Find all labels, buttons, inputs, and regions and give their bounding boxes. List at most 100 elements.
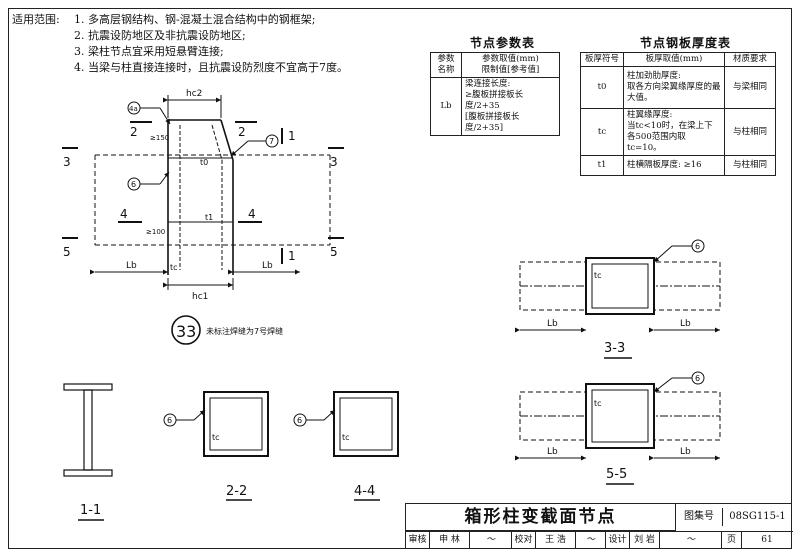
weld-no-6: 6 (695, 374, 700, 383)
drawing-title: 箱形柱变截面节点 (406, 504, 676, 531)
section-label-3: 3 (63, 155, 71, 169)
label-t0: t0 (200, 158, 208, 167)
section-label-1: 1 (288, 249, 296, 263)
weld-note: 未标注焊缝为7号焊缝 (206, 326, 283, 336)
title-block-divider (406, 531, 793, 532)
section-label-1: 1 (288, 129, 296, 143)
checker-name: 王 浩 (536, 531, 576, 549)
section-label-4: 4 (120, 207, 128, 221)
section-3-3: 6 tc Lb Lb 3-3 (515, 239, 721, 359)
label-lb: Lb (547, 319, 558, 329)
scope-list: 1. 多高层钢结构、钢-混凝土混合结构中的钢框架; 2. 抗震设防地区及非抗震设… (74, 12, 348, 76)
section-1-1: 1-1 (63, 383, 113, 521)
check-label: 校对 (512, 531, 536, 549)
weld-no-6: 6 (131, 180, 136, 189)
checker-signature: 〜 (576, 531, 606, 549)
param-row-value: 梁连接长度: ≥腹板拼接板长度/2+35 [腹板拼接板长度/2+35] (461, 77, 560, 136)
label-lb: Lb (126, 261, 137, 271)
param-row-line: [腹板拼接板长度/2+35] (465, 112, 520, 133)
label-tc: tc (212, 433, 220, 442)
weld-no-6: 6 (167, 416, 172, 425)
plate-value: 柱加劲肋厚度: 取各方向梁翼缘厚度的最 大值。 (623, 66, 725, 109)
label-lb: Lb (547, 447, 558, 457)
param-header-value: 参数取值(mm) 限制值[参考值] (461, 52, 560, 78)
section-label-5: 5 (63, 245, 71, 259)
label-150: ≥150 (150, 134, 169, 142)
reviewer-name: 申 林 (430, 531, 470, 549)
beam-outline (94, 154, 331, 246)
section-label-3: 3 (330, 155, 338, 169)
param-header-name: 参数名称 (430, 52, 462, 78)
designer-name: 刘 岩 (630, 531, 660, 549)
plate-table: 板厚符号 板厚取值(mm) 材质要求 t0 柱加劲肋厚度: 取各方向梁翼缘厚度的… (580, 52, 776, 176)
plate-value-line: 各500范围内取 tc=10。 (627, 132, 686, 153)
scope-item: 4. 当梁与柱直接连接时，且抗震设防烈度不宜高于7度。 (74, 61, 348, 74)
leader-arrow (159, 171, 170, 185)
scope-item: 1. 多高层钢结构、钢-混凝土混合结构中的钢框架; (74, 13, 316, 26)
section-label-2: 2 (238, 125, 246, 139)
review-label: 审核 (406, 531, 430, 549)
section-title-5-5: 5-5 (606, 467, 627, 482)
weld-leaders (127, 101, 279, 191)
column-inner-line (211, 124, 223, 161)
node-number: 33 (176, 322, 196, 341)
label-hc2: hc2 (186, 89, 202, 99)
leader-arrow (230, 140, 249, 157)
label-lb: Lb (680, 319, 691, 329)
page-label: 页 (722, 531, 742, 549)
plate-material: 与柱相同 (724, 108, 776, 156)
node-number-circle (171, 315, 201, 345)
label-hc1: hc1 (192, 292, 208, 302)
page-number: 61 (761, 535, 773, 545)
section-5-5: 6 tc Lb Lb 5-5 (515, 371, 721, 485)
atlas-number: 08SG115-1 (722, 508, 792, 526)
designer-signature: 〜 (660, 531, 722, 549)
label-lb: Lb (680, 447, 691, 457)
plate-sym: tc (580, 108, 624, 156)
label-100: ≥100 (146, 228, 165, 236)
label-t1: t1 (205, 213, 213, 222)
param-header-value-line: 参数取值(mm) (482, 54, 539, 64)
scope-title: 适用范围: (12, 13, 60, 26)
param-table-title: 节点参数表 (470, 36, 536, 50)
plate-value-line: 柱翼缘厚度: (627, 110, 673, 120)
plate-value-line: 当tc<10时，在梁上下 (627, 121, 713, 131)
label-tc: tc (170, 263, 178, 272)
weld-no-6: 6 (695, 242, 700, 251)
main-elevation: hc2 hc1 Lb Lb tc t0 t1 ≥150 ≥100 2 2 3 3… (62, 89, 344, 302)
param-table: 参数名称 参数取值(mm) 限制值[参考值] Lb 梁连接长度: ≥腹板拼接板长… (430, 52, 560, 136)
weld-no-4a: 4a (129, 105, 138, 113)
plate-value-line: 取各方向梁翼缘厚度的最 (627, 82, 721, 92)
label-tc: tc (594, 271, 602, 280)
scope-item: 3. 梁柱节点宜采用短悬臂连接; (74, 45, 224, 58)
atlas-label: 图集号 (684, 511, 714, 522)
section-label-2: 2 (130, 125, 138, 139)
section-title-1-1: 1-1 (80, 503, 101, 518)
plate-value-line: 柱加劲肋厚度: (627, 71, 681, 81)
section-marks (62, 121, 344, 264)
section-title-4-4: 4-4 (354, 484, 375, 499)
title-block: 箱形柱变截面节点 图集号 08SG115-1 审核 申 林 〜 校对 王 浩 〜… (405, 503, 793, 549)
plate-value-line: 大值。 (627, 93, 653, 103)
section-label-4: 4 (248, 207, 256, 221)
param-header-limit-line: 限制值[参考值] (481, 65, 540, 75)
param-row-line: ≥腹板拼接板长度/2+35 (465, 90, 524, 111)
drawing-sheet (8, 8, 792, 549)
section-4-4: 6 tc 4-4 (293, 391, 399, 501)
plate-table-title: 节点钢板厚度表 (640, 36, 732, 50)
label-lb: Lb (262, 261, 273, 271)
section-2-2: 6 tc 2-2 (163, 391, 269, 501)
section-title-2-2: 2-2 (226, 484, 247, 499)
label-tc: tc (594, 399, 602, 408)
scope-item: 2. 抗震设防地区及非抗震设防地区; (74, 29, 246, 42)
plate-material: 与梁相同 (724, 66, 776, 109)
section-label-5: 5 (330, 245, 338, 259)
plate-material: 与柱相同 (724, 155, 776, 176)
weld-no-6: 6 (297, 416, 302, 425)
column-outline (167, 119, 234, 275)
design-label: 设计 (606, 531, 630, 549)
plate-sym: t0 (580, 66, 624, 109)
leader-arrow (159, 107, 171, 125)
label-tc: tc (342, 433, 350, 442)
